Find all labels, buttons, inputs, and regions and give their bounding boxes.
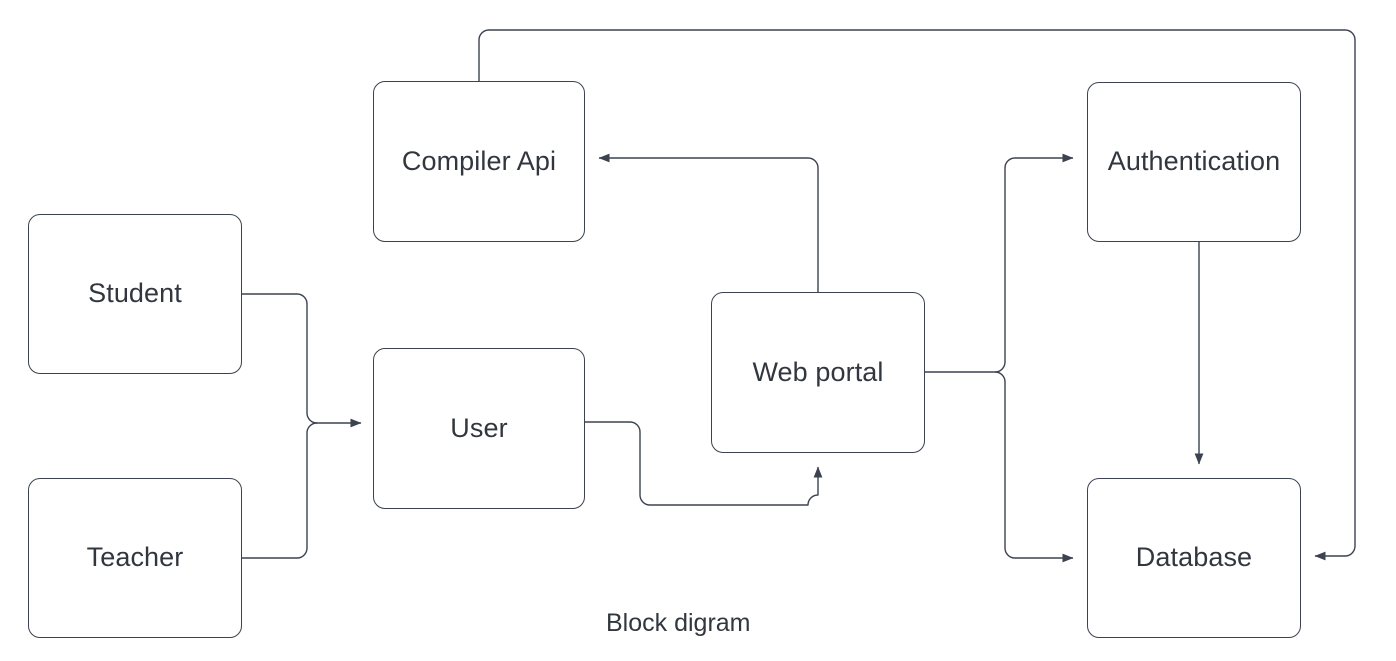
node-teacher[interactable]: Teacher	[28, 478, 242, 638]
edge-web-portal-to-database	[994, 371, 1074, 563]
node-authentication-label: Authentication	[1107, 146, 1281, 177]
node-student[interactable]: Student	[28, 214, 242, 374]
node-teacher-label: Teacher	[86, 542, 184, 573]
node-compiler-api[interactable]: Compiler Api	[373, 81, 585, 242]
node-web-portal-label: Web portal	[752, 356, 884, 387]
edge-student-to-user	[242, 293, 362, 428]
edge-user-to-web-portal	[585, 421, 823, 506]
node-database[interactable]: Database	[1087, 478, 1301, 638]
node-student-label: Student	[88, 278, 182, 309]
node-compiler-api-label: Compiler Api	[401, 145, 557, 176]
edge-web-portal-to-authentication	[925, 153, 1074, 373]
diagram-caption: Block digram	[606, 609, 751, 637]
edge-web-portal-to-compiler-api	[598, 153, 819, 292]
node-authentication[interactable]: Authentication	[1087, 82, 1301, 242]
edge-teacher-to-user	[242, 422, 318, 559]
node-user[interactable]: User	[373, 348, 585, 509]
node-user-label: User	[450, 412, 508, 443]
edge-compiler-api-to-database	[478, 29, 1356, 561]
node-database-label: Database	[1135, 542, 1253, 573]
node-web-portal[interactable]: Web portal	[711, 292, 925, 453]
